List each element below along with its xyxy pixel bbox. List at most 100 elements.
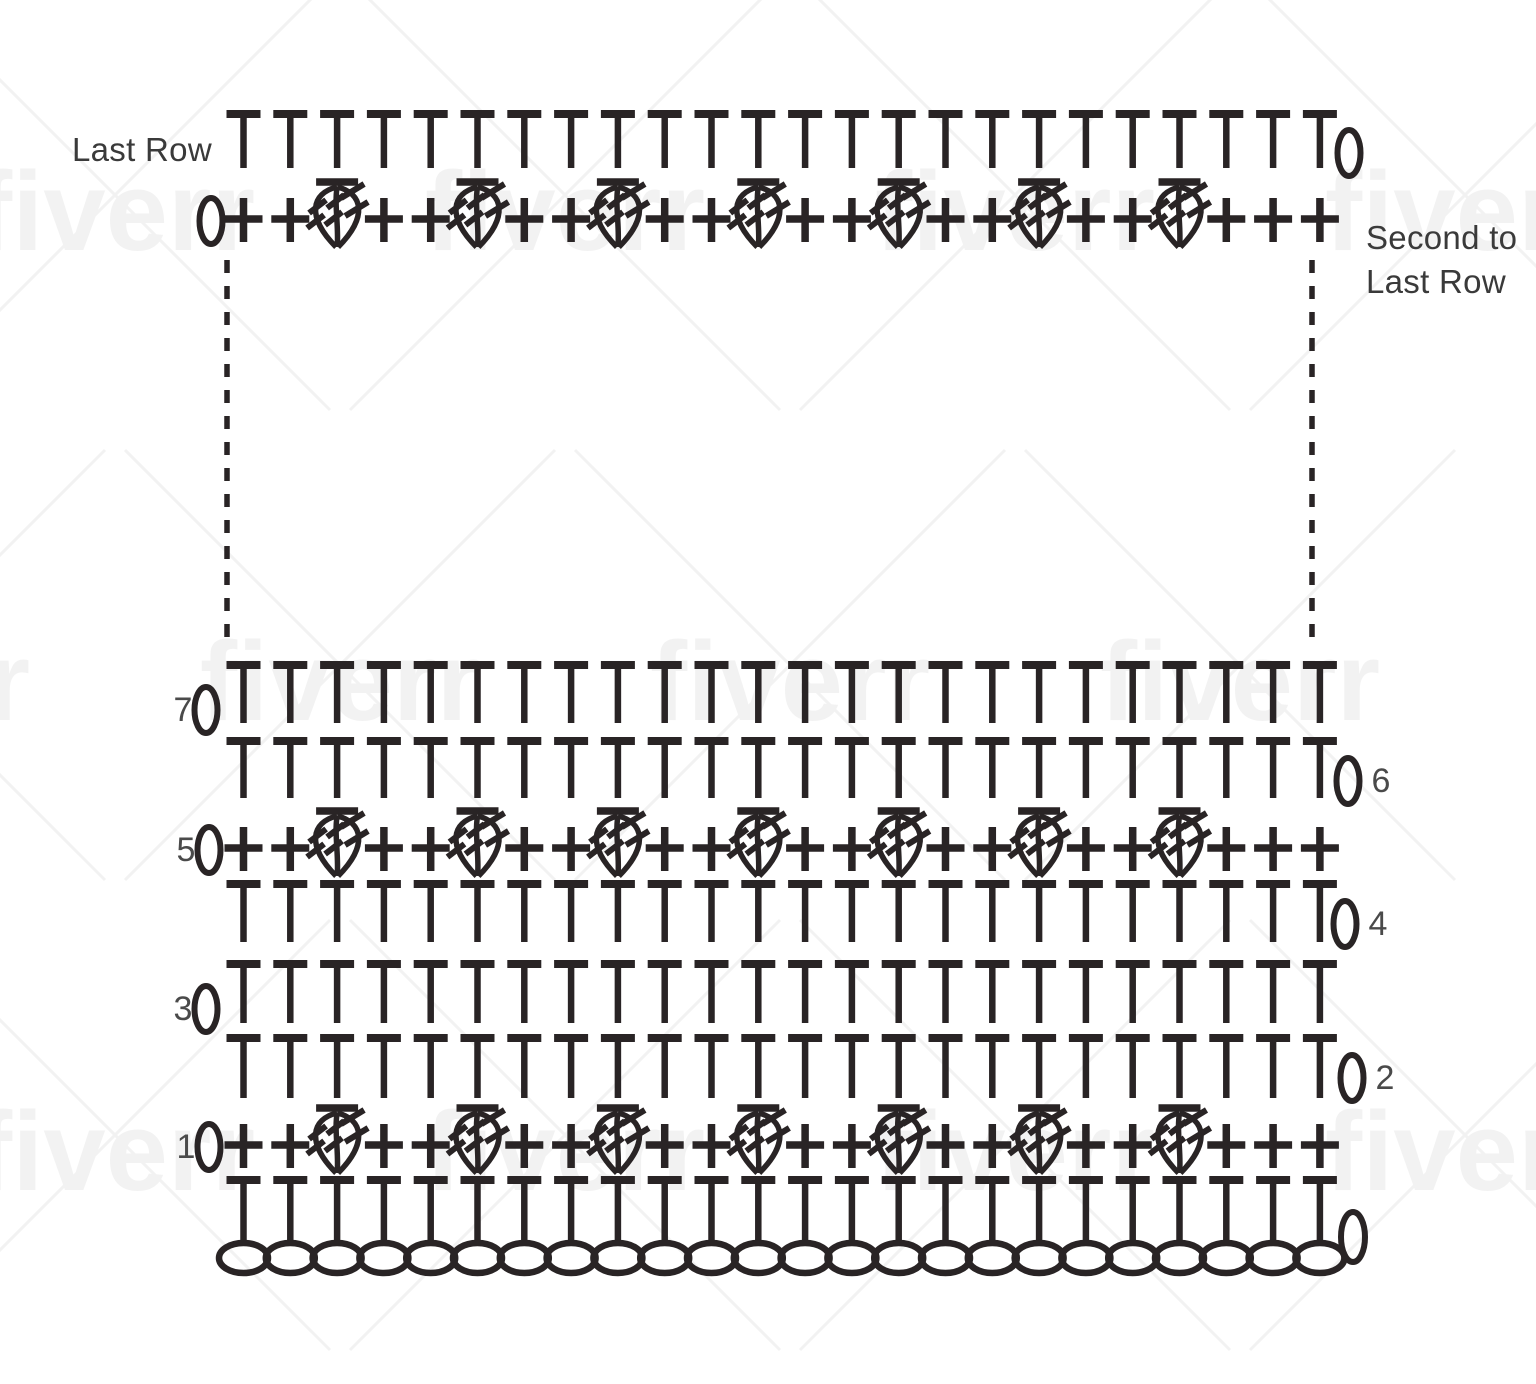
bobble-tick [339, 1107, 366, 1127]
bobble-tick [760, 810, 787, 830]
double-crochet-stitch [413, 110, 448, 168]
single-crochet-stitch [1254, 198, 1293, 242]
single-crochet-stitch [364, 1124, 403, 1168]
double-crochet-stitch [507, 661, 542, 723]
watermark-line [0, 772, 107, 882]
bobble-tick [483, 1125, 511, 1145]
turning-chain-oval [194, 1121, 224, 1173]
double-crochet-stitch [1209, 1176, 1244, 1240]
double-crochet-stitch [928, 1034, 963, 1098]
single-crochet-stitch [552, 1124, 591, 1168]
bobble-tick [463, 209, 485, 228]
double-crochet-stitch [788, 737, 823, 798]
double-crochet-stitch [1302, 880, 1337, 942]
turning-chain-oval [191, 684, 221, 736]
double-crochet-stitch [600, 737, 635, 798]
bobble-tick [866, 212, 888, 231]
row-number-1: 1 [177, 1128, 196, 1166]
chain-stitch [824, 1239, 880, 1277]
double-crochet-stitch [788, 1176, 823, 1240]
bobble-tick [1025, 838, 1046, 857]
bobble-tick [884, 838, 906, 857]
double-crochet-stitch [1302, 1176, 1337, 1240]
double-crochet-stitch [928, 1176, 963, 1240]
bobble-stitch [726, 807, 791, 878]
double-crochet-stitch [507, 1034, 542, 1098]
bobble-tick [620, 810, 647, 830]
double-crochet-stitch [881, 1176, 916, 1240]
double-crochet-stitch [460, 737, 495, 798]
single-crochet-stitch [926, 827, 965, 871]
chain-stitch [1292, 1239, 1348, 1277]
bobble-stitch [1147, 807, 1213, 878]
double-crochet-stitch [1068, 737, 1103, 798]
single-crochet-stitch [926, 198, 965, 242]
bobble-tick [1045, 828, 1072, 848]
watermark-text: fiverr [650, 619, 930, 744]
bobble-stitch [1007, 1104, 1072, 1175]
double-crochet-stitch [226, 880, 261, 942]
chain-stitch [683, 1239, 740, 1277]
bobble-tick [1009, 826, 1030, 845]
double-crochet-stitch [413, 880, 448, 942]
double-crochet-stitch [1256, 1034, 1291, 1098]
double-crochet-stitch [1209, 960, 1244, 1023]
bobble-tick [866, 841, 888, 860]
bobble-tick [1165, 1135, 1187, 1154]
bobble-tick [1185, 199, 1213, 219]
single-crochet-stitch [1066, 1124, 1105, 1168]
double-crochet-stitch [226, 737, 261, 798]
bobble-tick [1007, 212, 1028, 231]
double-crochet-stitch [460, 960, 495, 1023]
double-crochet-stitch [1068, 880, 1103, 942]
double-crochet-stitch [1022, 661, 1057, 723]
bobble-tick [305, 1138, 326, 1157]
bobble-tick [760, 1107, 787, 1127]
double-crochet-stitch [788, 960, 823, 1023]
double-crochet-stitch [975, 661, 1010, 723]
chain-stitch [730, 1239, 787, 1277]
bobble-tick [905, 1125, 932, 1145]
single-crochet-stitch [364, 198, 403, 242]
watermark-line [817, 0, 1232, 412]
double-crochet-stitch [1022, 1034, 1057, 1098]
double-crochet-stitch [320, 1176, 355, 1240]
bobble-stitch [305, 1104, 370, 1175]
bobble-tick [604, 838, 625, 857]
turning-chain-oval [1333, 755, 1363, 807]
bobble-tick [620, 1107, 647, 1127]
double-crochet-stitch [507, 880, 542, 942]
bobble-tick [1009, 197, 1030, 216]
bobble-tick [1007, 1138, 1028, 1157]
row-7: 7 [174, 661, 1337, 736]
row-3: 3 [174, 960, 1337, 1035]
double-crochet-stitch [460, 661, 495, 723]
chain-stitch [1104, 1239, 1161, 1277]
double-crochet-stitch [366, 960, 401, 1023]
bobble-tick [447, 826, 469, 845]
bobble-tick [479, 181, 507, 201]
turning-chain-oval [196, 195, 226, 247]
watermark-text: fiverr [425, 149, 705, 274]
row-number-3: 3 [174, 990, 193, 1028]
chain-stitch [496, 1239, 553, 1277]
double-crochet-stitch [647, 1176, 682, 1240]
bobble-tick [624, 1125, 651, 1145]
double-crochet-stitch [975, 880, 1010, 942]
double-crochet-stitch [1068, 661, 1103, 723]
second-to-last-row [196, 178, 1339, 249]
double-crochet-stitch [320, 737, 355, 798]
double-crochet-stitch [554, 110, 589, 168]
double-crochet-stitch [226, 1176, 261, 1240]
double-crochet-stitch [554, 960, 589, 1023]
watermark-line [348, 918, 782, 1352]
last-row [226, 110, 1364, 179]
bobble-tick [1041, 1107, 1068, 1127]
double-crochet-stitch [975, 1176, 1010, 1240]
bobble-tick [1045, 1125, 1072, 1145]
bobble-tick [588, 826, 609, 845]
chain-stitch [309, 1239, 365, 1277]
bobble-tick [483, 828, 511, 848]
bobble-tick [901, 181, 928, 201]
